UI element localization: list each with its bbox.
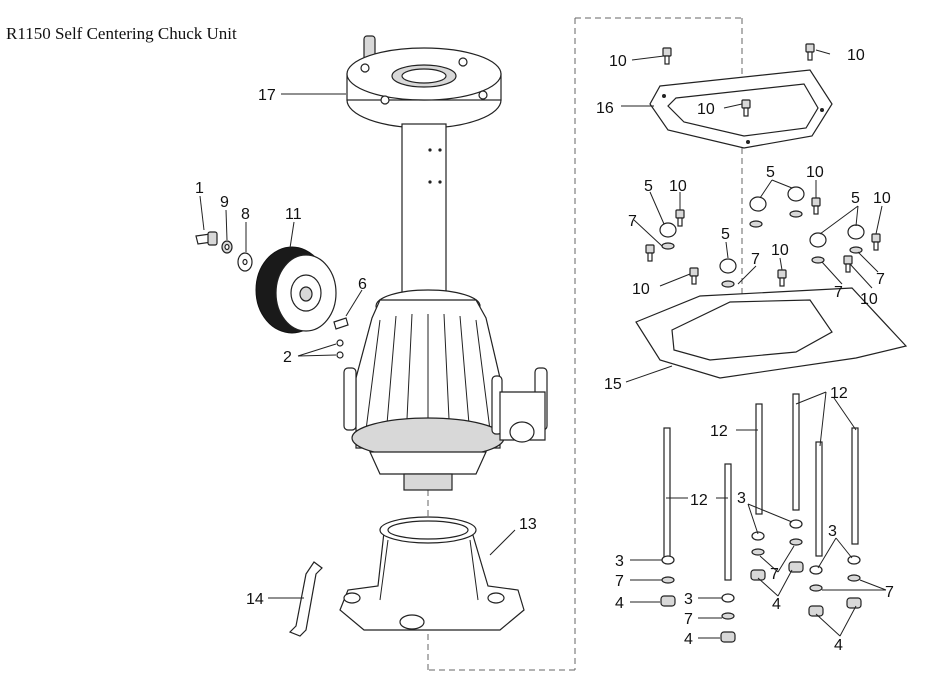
callout-10: 10 xyxy=(609,53,627,70)
callout-7: 7 xyxy=(751,251,760,268)
callout-4: 4 xyxy=(772,596,781,613)
callout-7: 7 xyxy=(628,213,637,230)
column-tube xyxy=(401,123,447,305)
callout-12: 12 xyxy=(710,423,728,440)
callout-3: 3 xyxy=(684,591,693,608)
part-9-lock-washer xyxy=(221,240,233,254)
part-11-pulley xyxy=(255,246,337,334)
callout-10: 10 xyxy=(806,164,824,181)
callout-5: 5 xyxy=(721,226,730,243)
callout-9: 9 xyxy=(220,194,229,211)
part-4-lock-nut-cluster xyxy=(660,561,862,643)
callout-10: 10 xyxy=(771,242,789,259)
callout-4: 4 xyxy=(834,637,843,654)
callout-6: 6 xyxy=(358,276,367,293)
part-12-stud-cluster xyxy=(663,393,859,581)
callout-5: 5 xyxy=(644,178,653,195)
callout-5: 5 xyxy=(766,164,775,181)
callout-11: 11 xyxy=(285,206,302,223)
part-7-washer-cluster xyxy=(661,210,863,620)
callout-7: 7 xyxy=(885,584,894,601)
part-3-nut-cluster xyxy=(661,519,861,603)
callout-7: 7 xyxy=(876,271,885,288)
part-1-bolt xyxy=(195,231,218,246)
callout-labels: 17 1 9 8 11 6 2 13 14 10 10 16 10 5 10 7… xyxy=(195,47,894,654)
callout-7: 7 xyxy=(770,566,779,583)
part-6-key xyxy=(333,317,349,330)
callout-2: 2 xyxy=(283,349,292,366)
part-2-pins xyxy=(336,339,344,359)
part-13-base-cone xyxy=(339,516,525,631)
callout-10: 10 xyxy=(847,47,865,64)
part-16-gasket xyxy=(649,69,833,149)
callout-3: 3 xyxy=(828,523,837,540)
part-10-bolt-cluster xyxy=(645,43,881,287)
callout-12: 12 xyxy=(690,492,708,509)
gear-housing-body xyxy=(343,289,548,491)
part-5-acorn-nut-cluster xyxy=(659,186,865,274)
callout-10: 10 xyxy=(669,178,687,195)
callout-7: 7 xyxy=(834,284,843,301)
diagram-title: R1150 Self Centering Chuck Unit xyxy=(6,24,237,43)
callout-3: 3 xyxy=(615,553,624,570)
callout-8: 8 xyxy=(241,206,250,223)
callout-15: 15 xyxy=(604,376,622,393)
callout-12: 12 xyxy=(830,385,848,402)
callout-leader-lines xyxy=(199,49,887,639)
callout-7: 7 xyxy=(684,611,693,628)
part-8-flat-washer xyxy=(237,252,253,272)
callout-16: 16 xyxy=(596,100,614,117)
callout-10: 10 xyxy=(632,281,650,298)
callout-10: 10 xyxy=(860,291,878,308)
callout-7: 7 xyxy=(615,573,624,590)
part-17-top-flange xyxy=(346,35,502,129)
callout-10: 10 xyxy=(873,190,891,207)
callout-5: 5 xyxy=(851,190,860,207)
callout-17: 17 xyxy=(258,87,276,104)
part-15-mounting-plate xyxy=(635,287,908,379)
callout-1: 1 xyxy=(195,180,204,197)
part-14-bracket xyxy=(288,561,323,637)
callout-14: 14 xyxy=(246,591,264,608)
callout-4: 4 xyxy=(615,595,624,612)
callout-4: 4 xyxy=(684,631,693,648)
callout-3: 3 xyxy=(737,490,746,507)
callout-13: 13 xyxy=(519,516,537,533)
callout-10: 10 xyxy=(697,101,715,118)
assembly-guide-line xyxy=(427,17,743,671)
